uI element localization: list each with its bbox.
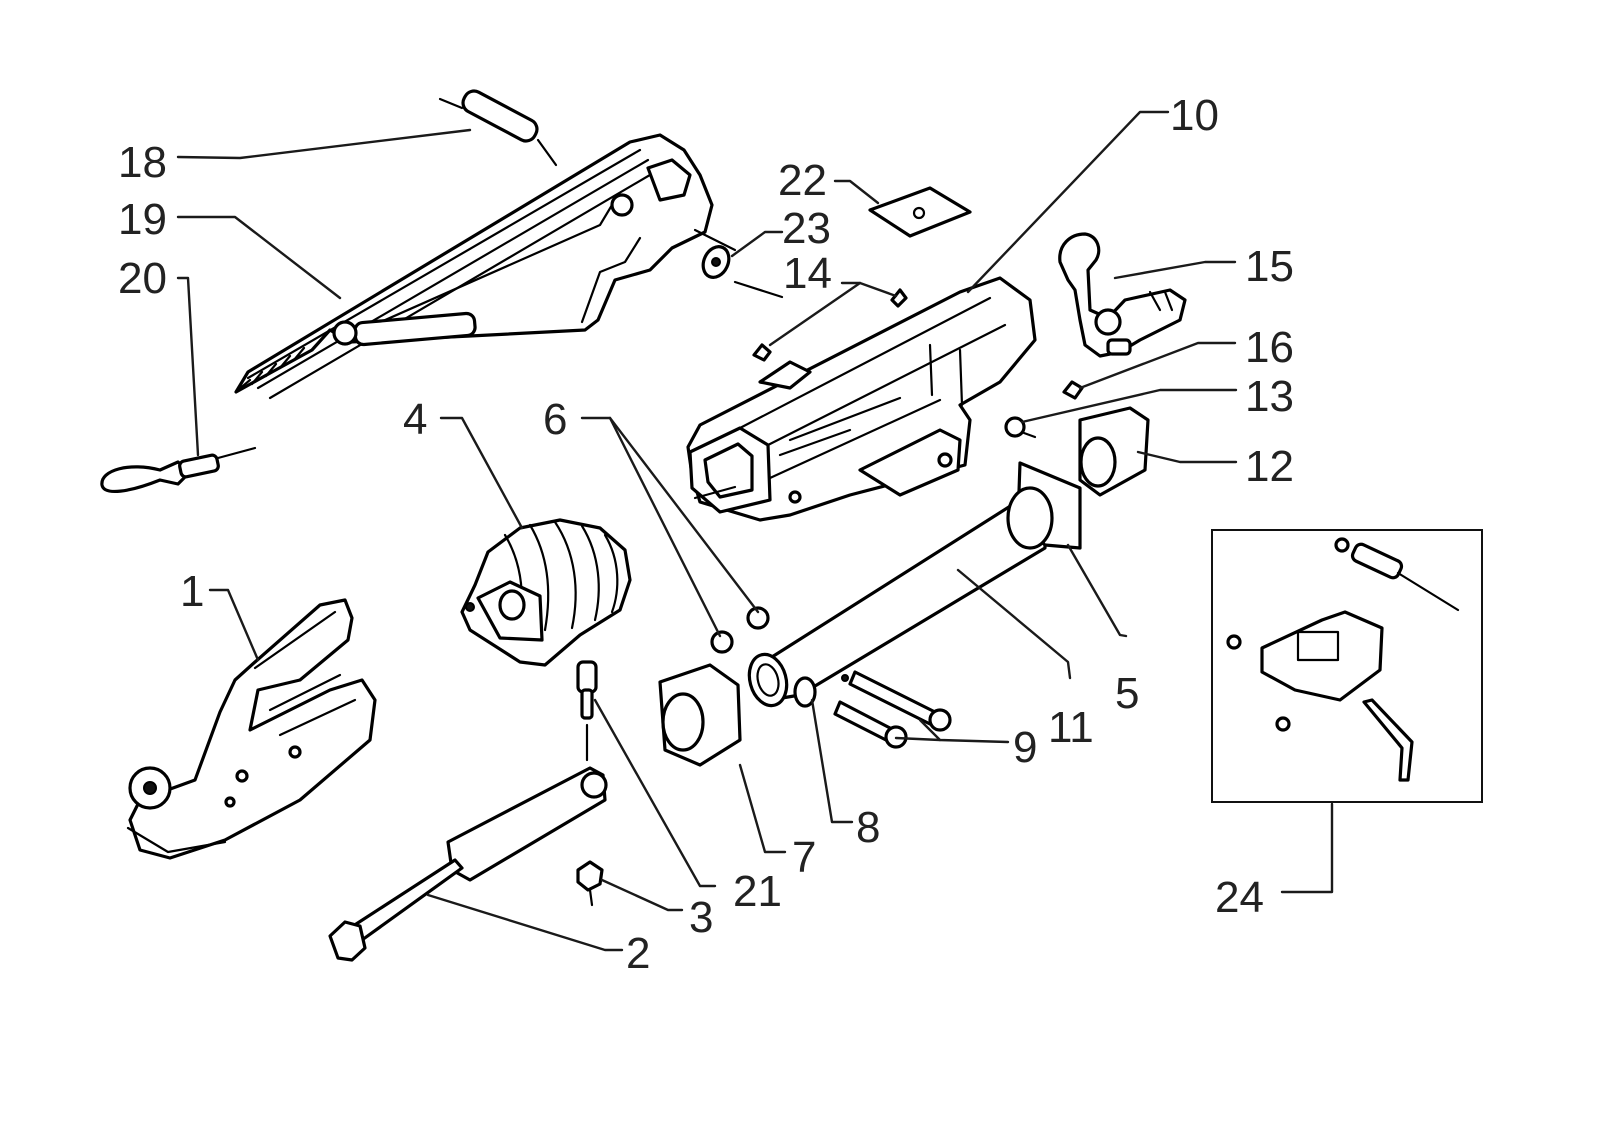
label-19: 19 [118,195,167,244]
label-20: 20 [118,254,167,303]
leader-lines [176,110,1334,952]
label-4: 4 [403,395,427,444]
label-11: 11 [1048,703,1094,752]
lever-part-15 [1058,232,1187,358]
label-1: 1 [180,567,204,616]
lever-arm-assembly [234,133,737,400]
bolts-part-9 [833,670,952,749]
bellows-part-4 [460,518,632,667]
label-13: 13 [1245,372,1294,421]
bolt-part-21 [576,660,598,762]
pad-part-22 [868,186,972,238]
washer-part-23 [701,245,784,299]
callout-labels: 18 19 20 10 22 23 14 15 16 13 12 4 6 1 5… [118,91,1294,978]
nuts-part-6 [710,606,770,654]
kit-inset-part-24 [1211,529,1483,803]
label-22: 22 [778,156,827,205]
label-2: 2 [626,929,650,978]
label-18: 18 [118,138,167,187]
label-15: 15 [1245,242,1294,291]
label-5: 5 [1115,669,1139,718]
pin-part-8 [793,674,849,708]
label-6: 6 [543,395,567,444]
label-14: 14 [783,249,832,298]
label-7: 7 [792,833,816,882]
pad-hole [912,206,926,220]
bushing-part-12 [1078,406,1150,497]
damper-part-2 [328,766,608,962]
drawbar-tube-part-11 [747,461,1082,708]
pin-part-18 [438,89,558,167]
label-8: 8 [856,803,880,852]
label-23: 23 [782,204,831,253]
rivets-part-14 [752,288,908,362]
label-21: 21 [733,867,782,916]
label-24: 24 [1215,873,1264,922]
label-10: 10 [1170,91,1219,140]
bushing-part-7 [658,663,742,767]
housing-part-10 [686,276,1037,522]
nut-part-3 [576,860,604,907]
label-12: 12 [1245,442,1294,491]
nut-part-13 [1004,416,1037,439]
label-9: 9 [1013,723,1037,772]
label-3: 3 [689,893,713,942]
breakaway-cable-part-20 [100,446,257,493]
label-16: 16 [1245,323,1294,372]
coupling-head-part-1 [126,598,377,860]
